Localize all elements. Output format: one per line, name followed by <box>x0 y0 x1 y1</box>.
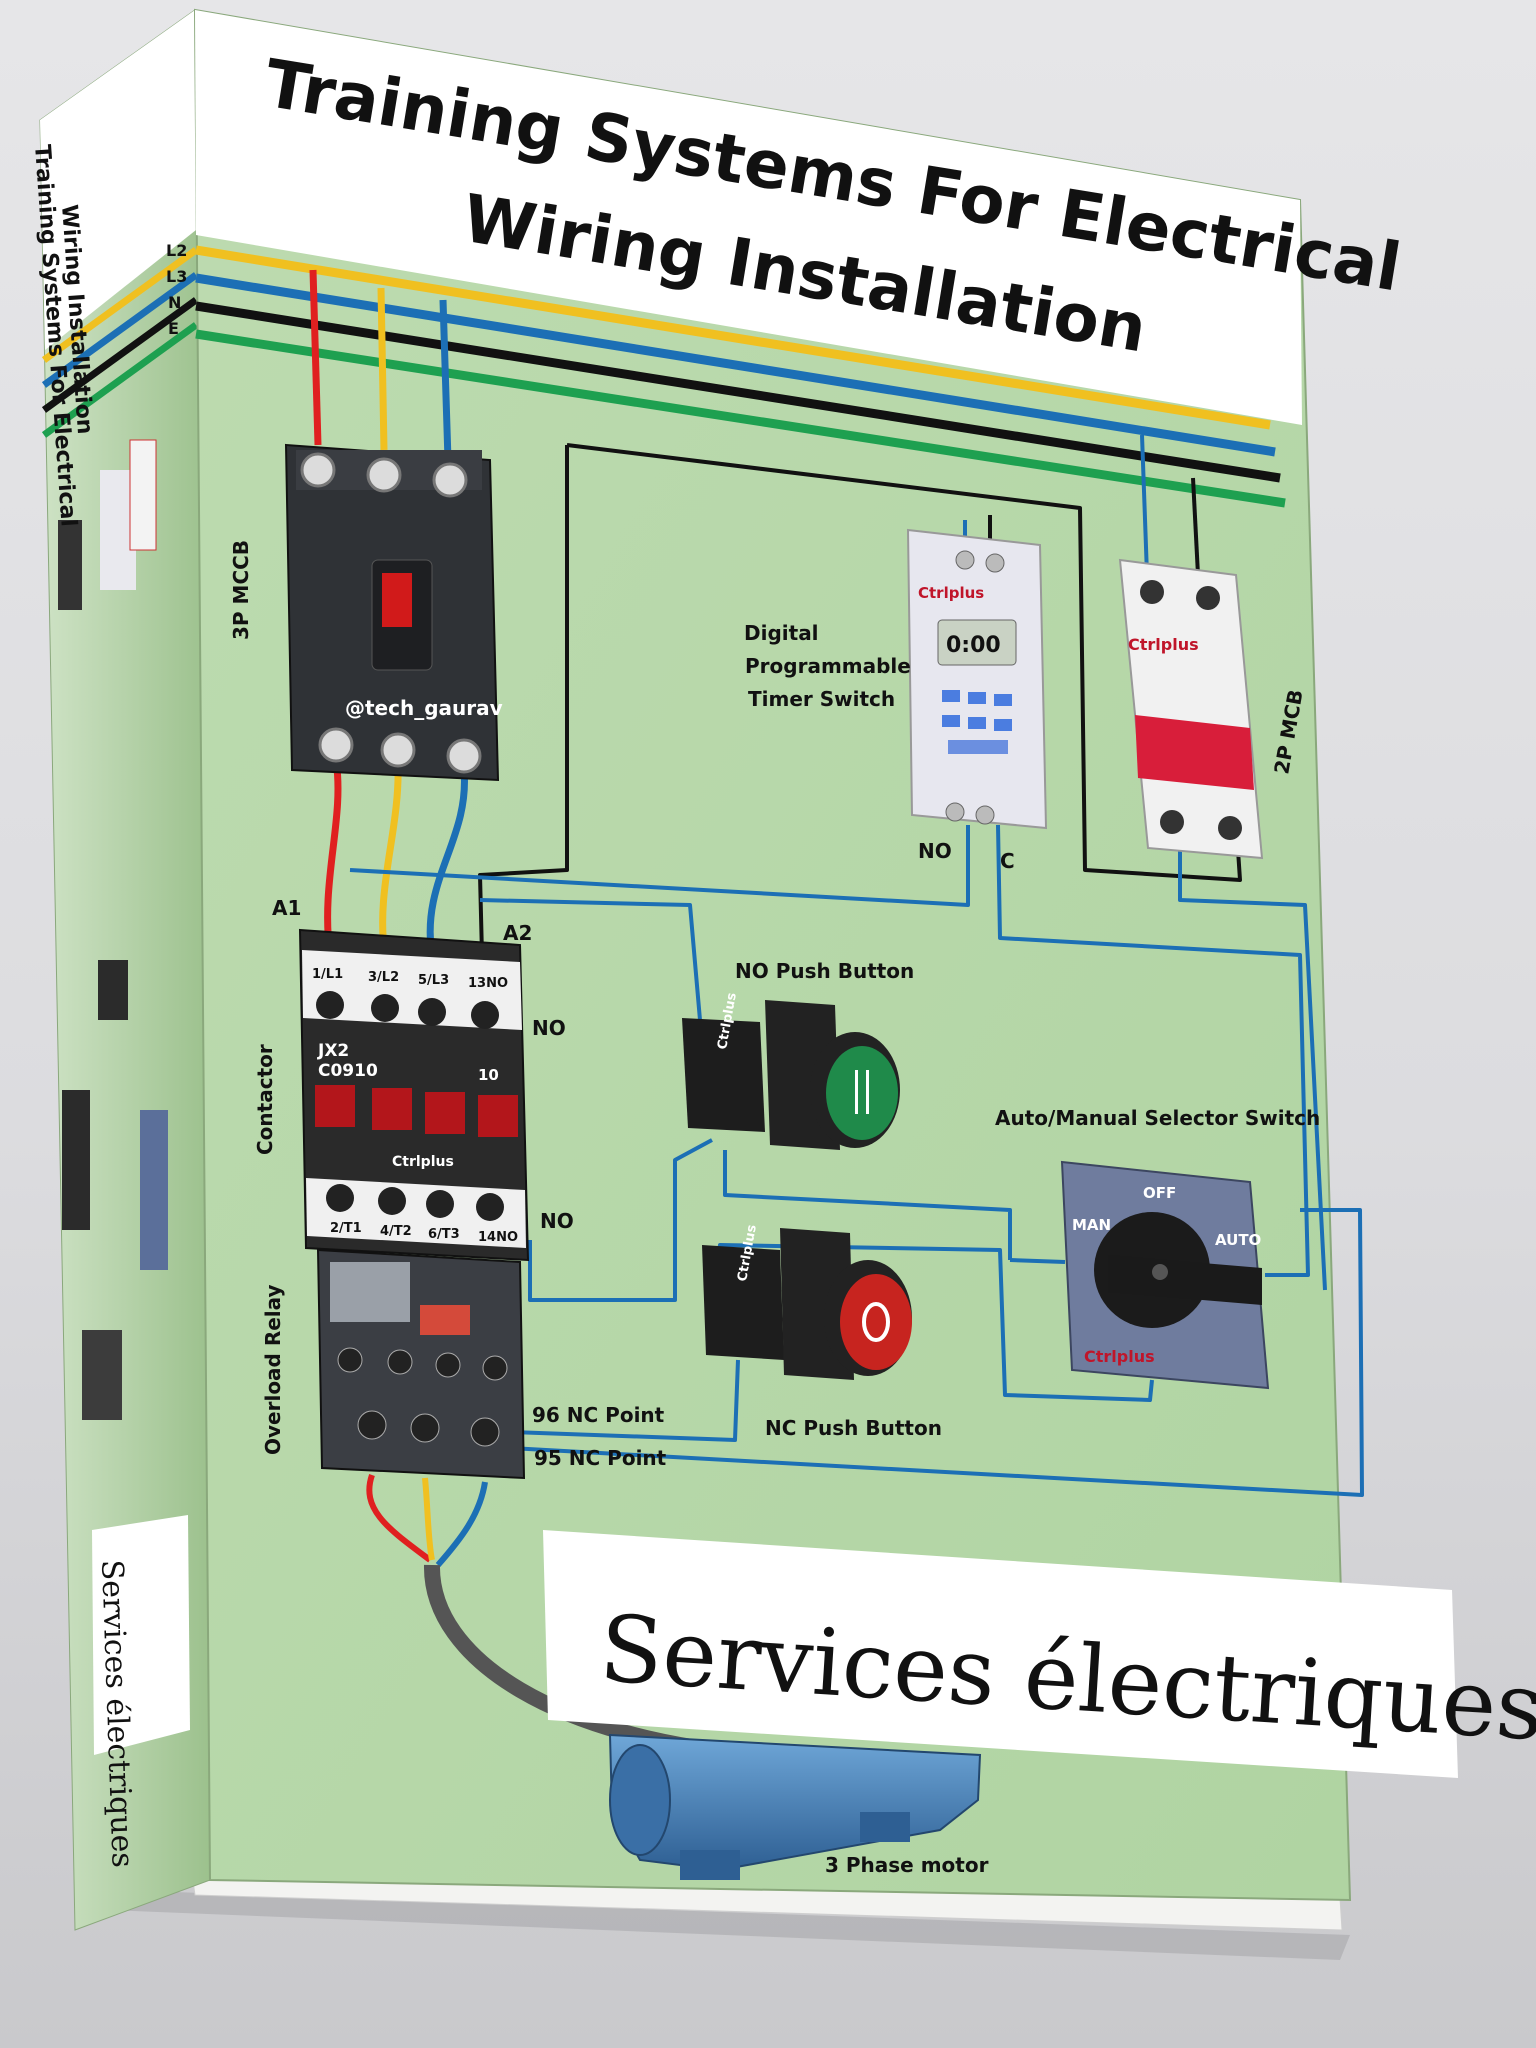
contactor-no-bottom: NO <box>540 1209 574 1233</box>
contactor[interactable] <box>298 928 530 1262</box>
nc-push-button[interactable] <box>702 1228 912 1380</box>
bus-label-e: E <box>168 319 179 338</box>
contactor-terminal-4: 4/T2 <box>380 1224 412 1239</box>
timer-display: 0:00 <box>946 633 1001 658</box>
mccb-3p[interactable] <box>284 443 500 782</box>
timer-terminal-no: NO <box>918 839 952 863</box>
selector-brand: Ctrlplus <box>1084 1347 1155 1366</box>
digital-timer-switch[interactable] <box>906 528 1048 830</box>
overload-nc95-label: 95 NC Point <box>534 1446 667 1470</box>
contactor-label: Contactor <box>253 1044 277 1155</box>
contactor-brand: Ctrlplus <box>392 1154 454 1170</box>
contactor-a1-label: A1 <box>272 896 301 920</box>
auto-manual-selector-switch[interactable] <box>1060 1160 1270 1390</box>
timer-label-line1: Digital <box>744 621 819 645</box>
nc-push-button-label: NC Push Button <box>765 1416 942 1440</box>
supply-bus-bars <box>195 245 1286 508</box>
bus-label-n: N <box>168 293 181 312</box>
contactor-a2-label: A2 <box>503 921 532 945</box>
overload-nc96-label: 96 NC Point <box>532 1403 665 1427</box>
contactor-model-line2: C0910 <box>318 1061 378 1081</box>
bus-label-l2: L2 <box>166 241 187 260</box>
contactor-terminal-14: 14NO <box>478 1230 518 1245</box>
mccb-toggle[interactable] <box>382 573 412 627</box>
mcb-2p[interactable] <box>1118 558 1264 860</box>
book-shadow <box>110 1890 1350 1960</box>
contactor-aux: 10 <box>478 1066 499 1084</box>
mccb-watermark: @tech_gaurav <box>345 696 503 720</box>
no-push-button-cap[interactable] <box>826 1046 898 1140</box>
wiring <box>309 269 1364 1763</box>
timer-terminal-c: C <box>1000 849 1015 873</box>
contactor-terminal-1: 1/L1 <box>312 967 343 982</box>
no-push-button-label: NO Push Button <box>735 959 914 983</box>
overload-relay-label: Overload Relay <box>261 1284 285 1455</box>
contactor-terminal-5: 5/L3 <box>418 973 449 988</box>
contactor-model-line1: JX2 <box>317 1041 349 1061</box>
mcb-toggle[interactable] <box>1135 715 1254 790</box>
contactor-terminal-6: 6/T3 <box>428 1227 460 1242</box>
timer-label-line3: Timer Switch <box>748 687 895 711</box>
overload-relay[interactable] <box>316 1248 526 1480</box>
contactor-terminal-3: 3/L2 <box>368 970 399 985</box>
contactor-terminal-13: 13NO <box>468 976 508 991</box>
mcb-brand: Ctrlplus <box>1128 635 1199 654</box>
selector-handle[interactable] <box>1108 1255 1262 1305</box>
contactor-no-top: NO <box>532 1016 566 1040</box>
no-push-button[interactable] <box>682 1000 900 1150</box>
contactor-terminal-2: 2/T1 <box>330 1221 362 1236</box>
three-phase-motor <box>608 1733 982 1880</box>
footer-banner-panel <box>543 1530 1458 1778</box>
bus-label-l3: L3 <box>166 267 187 286</box>
selector-switch-label: Auto/Manual Selector Switch <box>995 1106 1320 1130</box>
selector-pos-auto: AUTO <box>1215 1231 1261 1249</box>
timer-brand: Ctrlplus <box>918 584 984 602</box>
selector-pos-man: MAN <box>1072 1216 1111 1234</box>
motor-label: 3 Phase motor <box>825 1853 989 1877</box>
mccb-label: 3P MCCB <box>229 540 253 640</box>
selector-pos-off: OFF <box>1143 1184 1176 1202</box>
nc-push-button-cap[interactable] <box>840 1274 912 1370</box>
timer-label-line2: Programmable <box>745 654 911 678</box>
